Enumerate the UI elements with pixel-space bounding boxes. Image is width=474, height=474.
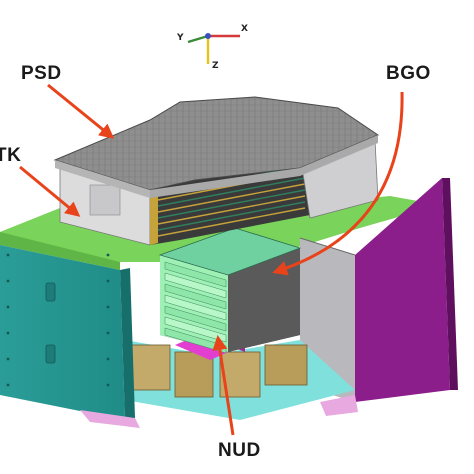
psd-plane <box>53 96 380 198</box>
tk-label: TK <box>0 145 22 166</box>
psd-arrow <box>47 83 115 139</box>
annotation-arrows <box>19 83 404 436</box>
axis-y-label: Y <box>176 33 184 43</box>
axis-triad: X Y Z <box>176 24 248 71</box>
bgo-crystal-bars <box>164 261 227 354</box>
rivet <box>6 383 10 387</box>
rivet <box>6 279 10 283</box>
lower-compartment <box>125 330 355 420</box>
tk-layer <box>157 183 306 213</box>
bgo-bar <box>164 261 227 288</box>
rivet <box>106 279 110 283</box>
psd-label: PSD <box>21 63 62 84</box>
tk-layer <box>157 189 306 219</box>
tk-layer <box>157 195 306 225</box>
rivet <box>106 357 110 361</box>
bgo-bar <box>164 283 227 310</box>
axis-x-label: X <box>241 24 248 34</box>
bgo-arrow <box>272 91 404 276</box>
tk-layer <box>157 201 306 231</box>
bgo-bar <box>164 305 227 332</box>
teal-front-panel <box>0 245 358 428</box>
rivet <box>6 253 10 257</box>
rivet <box>6 331 10 335</box>
rivet <box>6 305 10 309</box>
bgo-label: BGO <box>386 63 431 84</box>
rivet <box>106 253 110 257</box>
bgo-bar <box>164 272 227 299</box>
tk-layer <box>157 177 306 207</box>
tk-arrow <box>19 165 81 217</box>
bgo-bar <box>164 294 227 321</box>
rivet <box>106 331 110 335</box>
rivet <box>106 383 110 387</box>
tk-layer <box>157 207 306 237</box>
rivet <box>6 357 10 361</box>
nud-arrow <box>212 335 235 436</box>
nud-label: NUD <box>218 440 261 461</box>
bgo-bar <box>164 327 227 354</box>
rivet <box>106 305 110 309</box>
axis-z-label: Z <box>212 61 219 71</box>
